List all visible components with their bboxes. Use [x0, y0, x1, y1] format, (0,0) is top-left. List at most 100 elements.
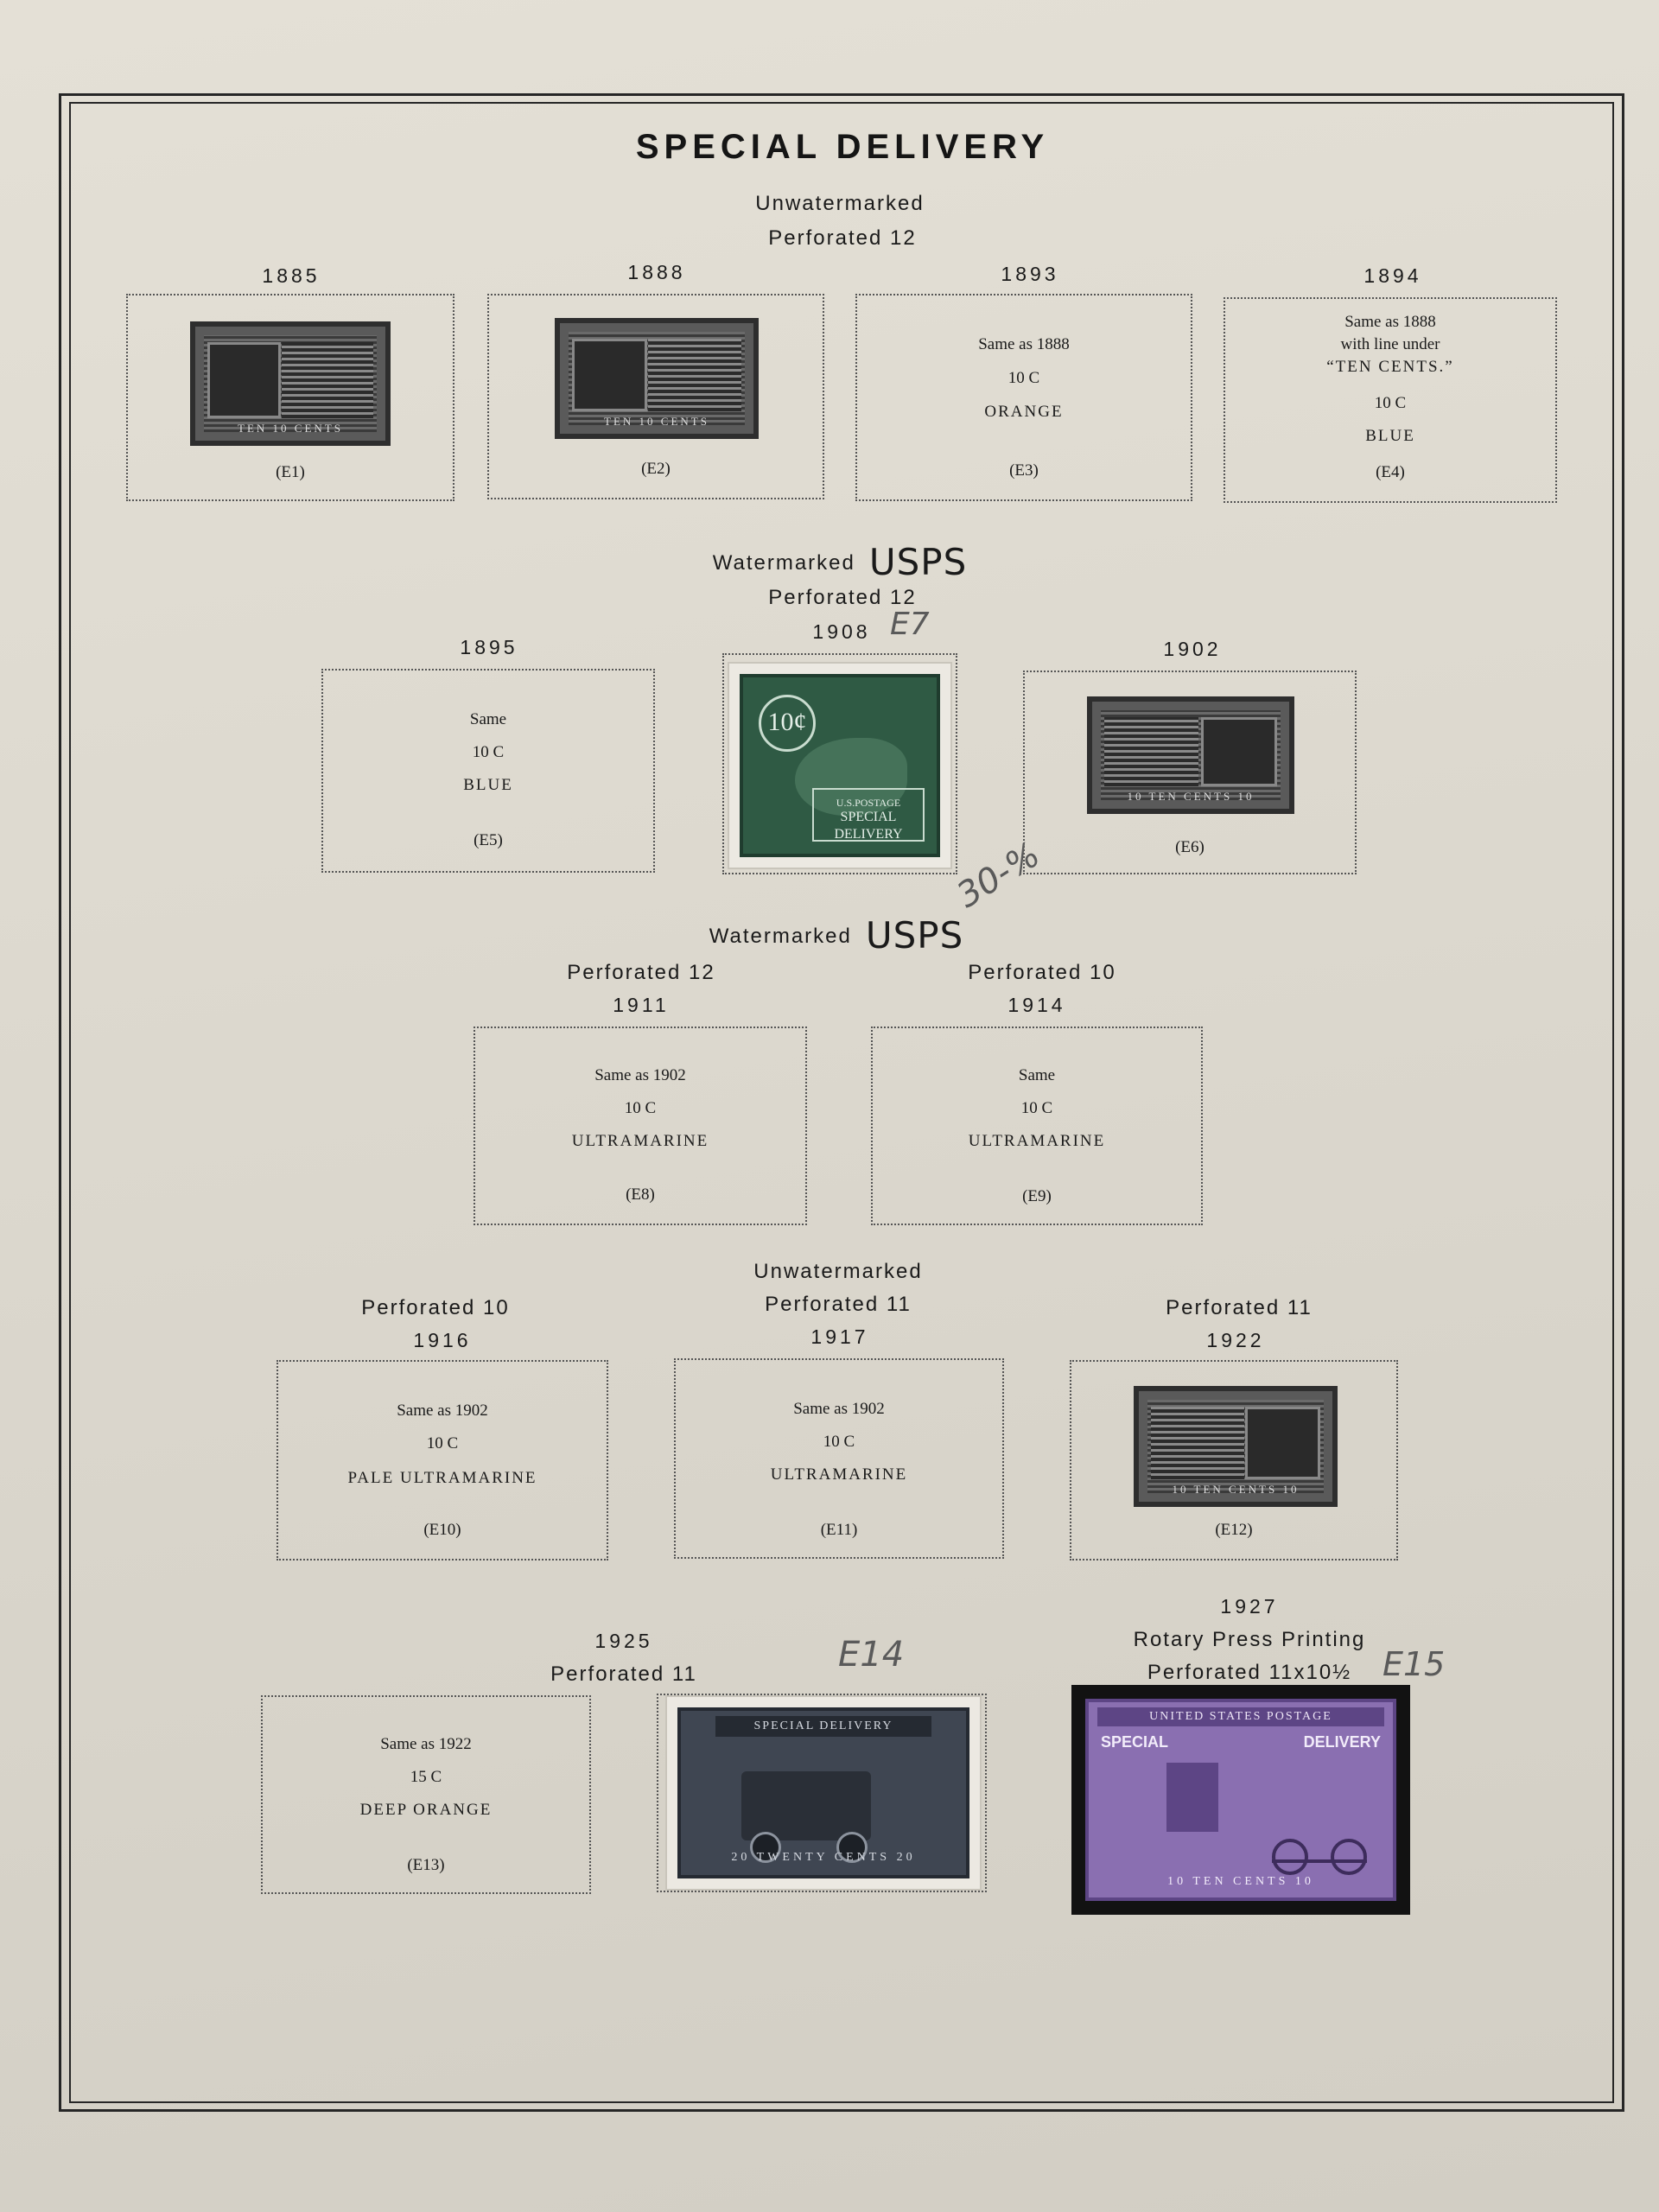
year-1917: 1917 — [810, 1325, 869, 1348]
section4-watermark: Unwatermarked — [753, 1260, 923, 1283]
handwritten-e7: E7 — [890, 607, 930, 642]
catalog-number-e4: (E4) — [1376, 463, 1405, 481]
stamp-e6-caption: 10 TEN CENTS 10 — [1127, 790, 1255, 803]
stamp-e7-label-top: U.S.POSTAGE — [836, 797, 901, 809]
year-1888: 1888 — [627, 261, 686, 283]
section3-watermark: Watermarked USPS — [709, 914, 964, 957]
stamp-space-e7[interactable]: 10¢ U.S.POSTAGE SPECIAL DELIVERY — [722, 653, 957, 874]
year-1908: 1908 — [812, 620, 871, 643]
catalog-number-e2: (E2) — [641, 460, 671, 478]
section4-perforation-left: Perforated 10 — [361, 1296, 510, 1319]
year-1922: 1922 — [1206, 1329, 1265, 1351]
stamp-space-e11[interactable]: Same as 1902 10 C ULTRAMARINE (E11) — [674, 1358, 1004, 1559]
stamp-e15-bar: UNITED STATES POSTAGE — [1097, 1707, 1384, 1726]
year-1916: 1916 — [413, 1329, 472, 1351]
stamp-space-e5[interactable]: Same 10 C BLUE (E5) — [321, 669, 655, 873]
section1-watermark: Unwatermarked — [755, 192, 925, 215]
e13-description: Same as 1922 — [380, 1735, 472, 1753]
e5-description: Same — [469, 710, 507, 728]
section5-perforation-right: Perforated 11x10½ — [1147, 1661, 1352, 1684]
stamp-e7-image: 10¢ U.S.POSTAGE SPECIAL DELIVERY — [728, 662, 952, 869]
e4-description-line2: with line under — [1340, 335, 1440, 353]
catalog-number-e1: (E1) — [276, 463, 305, 481]
e3-color: ORANGE — [984, 403, 1064, 421]
stamp-space-e4[interactable]: Same as 1888 with line under “TEN CENTS.… — [1224, 297, 1557, 503]
year-1893: 1893 — [1001, 263, 1059, 285]
stamp-e7-label: U.S.POSTAGE SPECIAL DELIVERY — [812, 788, 925, 842]
e10-denomination: 10 C — [426, 1434, 459, 1452]
e9-color: ULTRAMARINE — [968, 1132, 1106, 1150]
catalog-number-e12: (E12) — [1215, 1521, 1253, 1539]
year-1927: 1927 — [1220, 1595, 1279, 1618]
e3-description: Same as 1888 — [978, 335, 1070, 353]
stamp-space-e14[interactable]: SPECIAL DELIVERY 20 TWENTY CENTS 20 — [657, 1694, 987, 1892]
section3-perforation-left: Perforated 12 — [567, 961, 715, 984]
stamp-e14-image: SPECIAL DELIVERY 20 TWENTY CENTS 20 — [665, 1695, 982, 1891]
year-1911: 1911 — [613, 994, 670, 1016]
e11-denomination: 10 C — [823, 1433, 855, 1451]
page-border-inner — [69, 102, 1614, 2103]
e11-description: Same as 1902 — [793, 1400, 885, 1418]
stamp-e2-caption: TEN 10 CENTS — [604, 415, 709, 428]
stamp-e15-title: SPECIAL DELIVERY — [1101, 1733, 1381, 1758]
stamp-e12-caption: 10 TEN CENTS 10 — [1172, 1483, 1300, 1496]
catalog-number-e6: (E6) — [1175, 838, 1205, 856]
section5-perforation-left: Perforated 11 — [550, 1662, 697, 1686]
stamp-space-e2[interactable]: TEN 10 CENTS (E2) — [487, 294, 824, 499]
section3-watermark-text: Watermarked — [709, 925, 852, 948]
e4-description-line3: “TEN CENTS.” — [1326, 358, 1454, 376]
catalog-number-e10: (E10) — [423, 1521, 461, 1539]
stamp-e15-image[interactable]: UNITED STATES POSTAGE SPECIAL DELIVERY 1… — [1071, 1685, 1410, 1915]
stamp-space-e12[interactable]: 10 TEN CENTS 10 (E12) — [1070, 1360, 1398, 1560]
stamp-e7-label-main: SPECIAL DELIVERY — [834, 810, 903, 842]
section2-perforation: Perforated 12 — [768, 586, 917, 609]
stamp-e12-image: 10 TEN CENTS 10 — [1134, 1386, 1338, 1507]
stamp-space-e10[interactable]: Same as 1902 10 C PALE ULTRAMARINE (E10) — [276, 1360, 608, 1560]
e9-description: Same — [1018, 1066, 1056, 1084]
e13-denomination: 15 C — [410, 1768, 442, 1786]
section4-perforation-center: Perforated 11 — [765, 1293, 912, 1316]
e5-denomination: 10 C — [472, 743, 505, 761]
e10-description: Same as 1902 — [397, 1402, 488, 1420]
stamp-space-e13[interactable]: Same as 1922 15 C DEEP ORANGE (E13) — [261, 1695, 591, 1894]
year-1902: 1902 — [1163, 638, 1222, 660]
stamp-e7-value: 10¢ — [759, 695, 816, 752]
e4-color: BLUE — [1365, 427, 1415, 445]
stamp-e15-special: SPECIAL — [1101, 1733, 1169, 1751]
section5-rotary-press: Rotary Press Printing — [1133, 1628, 1366, 1651]
year-1914: 1914 — [1007, 994, 1066, 1016]
stamp-space-e8[interactable]: Same as 1902 10 C ULTRAMARINE (E8) — [474, 1027, 807, 1225]
stamp-space-e1[interactable]: TEN 10 CENTS (E1) — [126, 294, 454, 501]
year-1894: 1894 — [1363, 264, 1422, 287]
e8-description: Same as 1902 — [594, 1066, 686, 1084]
year-1925: 1925 — [594, 1630, 653, 1652]
stamp-e15-delivery: DELIVERY — [1303, 1733, 1381, 1751]
e9-denomination: 10 C — [1020, 1099, 1053, 1117]
e8-color: ULTRAMARINE — [571, 1132, 709, 1150]
e4-description: Same as 1888 — [1344, 313, 1436, 331]
catalog-number-e3: (E3) — [1009, 461, 1039, 480]
section3-perforation-right: Perforated 10 — [968, 961, 1116, 984]
year-1885: 1885 — [262, 264, 321, 287]
e8-denomination: 10 C — [624, 1099, 657, 1117]
handwritten-e14: E14 — [838, 1635, 905, 1675]
stamp-e1-caption: TEN 10 CENTS — [238, 422, 343, 435]
e3-denomination: 10 C — [1007, 369, 1040, 387]
stamp-e1-image: TEN 10 CENTS — [190, 321, 391, 446]
e4-denomination: 10 C — [1374, 394, 1407, 412]
catalog-number-e9: (E9) — [1022, 1187, 1052, 1205]
page-border-outer — [59, 93, 1624, 2112]
stamp-space-e9[interactable]: Same 10 C ULTRAMARINE (E9) — [871, 1027, 1203, 1225]
e13-color: DEEP ORANGE — [359, 1801, 493, 1819]
handwritten-e15: E15 — [1382, 1645, 1446, 1683]
stamp-space-e6[interactable]: 10 TEN CENTS 10 (E6) — [1023, 671, 1357, 874]
e11-color: ULTRAMARINE — [770, 1465, 908, 1484]
page-title: SPECIAL DELIVERY — [635, 128, 1050, 166]
stamp-e6-image: 10 TEN CENTS 10 — [1087, 696, 1294, 814]
section2-watermark-mark: USPS — [868, 541, 968, 583]
e10-color: PALE ULTRAMARINE — [347, 1469, 537, 1487]
stamp-space-e3[interactable]: Same as 1888 10 C ORANGE (E3) — [855, 294, 1192, 501]
section3-watermark-mark: USPS — [865, 914, 964, 957]
stamp-e14-foot: 20 TWENTY CENTS 20 — [731, 1851, 916, 1864]
